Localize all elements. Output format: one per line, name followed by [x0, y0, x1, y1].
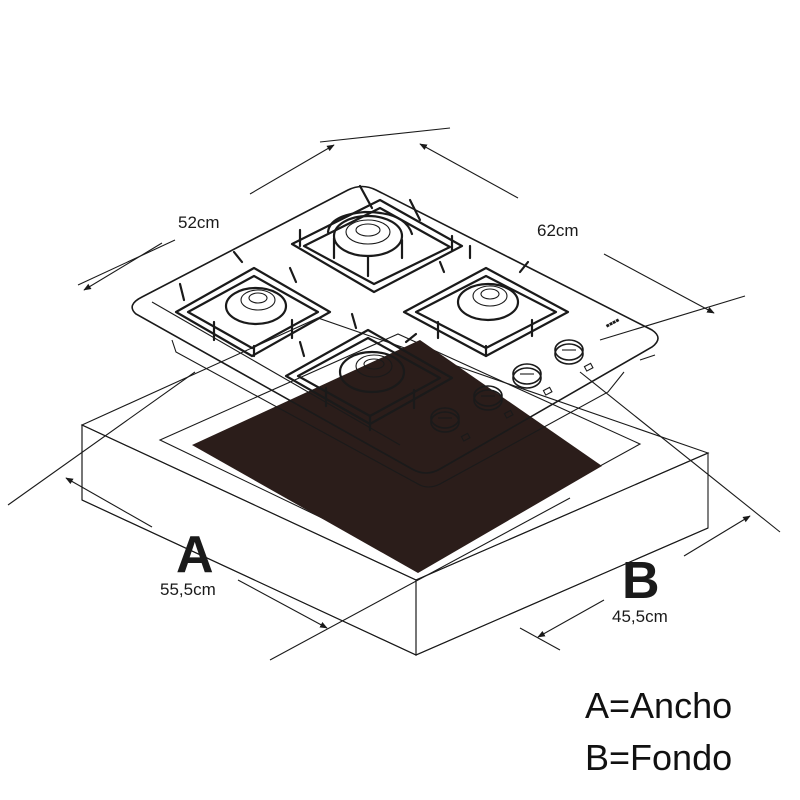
knob-3[interactable] [512, 363, 553, 396]
brand-mark: ■■■■ [605, 317, 621, 329]
knob-2[interactable] [473, 385, 514, 419]
legend-line-a: A=Ancho [585, 685, 732, 726]
gas-hob: ■■■■ [131, 184, 659, 488]
knob-1[interactable] [430, 407, 471, 442]
hob-depth-label: 52cm [178, 213, 220, 232]
cutout-depth-letter: B [622, 552, 660, 610]
hob-surface [131, 185, 659, 474]
cutout-depth-value: 45,5cm [612, 607, 668, 626]
countertop [80, 317, 710, 656]
cutout-width-letter: A [176, 526, 214, 584]
cutout-opening [158, 333, 642, 573]
cutout-hole [192, 340, 602, 573]
control-knobs [430, 339, 594, 442]
burner-front [284, 312, 454, 432]
hob-width-label: 62cm [537, 221, 579, 240]
burner-right [402, 244, 570, 358]
extension-lines [7, 127, 781, 661]
cutout-width-value: 55,5cm [160, 580, 216, 599]
hob-underside [171, 339, 625, 488]
knob-4[interactable] [554, 339, 594, 372]
legend-line-b: B=Fondo [585, 737, 732, 778]
burner-rear [290, 184, 464, 294]
dimension-arrows [65, 143, 751, 638]
burner-left [174, 250, 332, 358]
